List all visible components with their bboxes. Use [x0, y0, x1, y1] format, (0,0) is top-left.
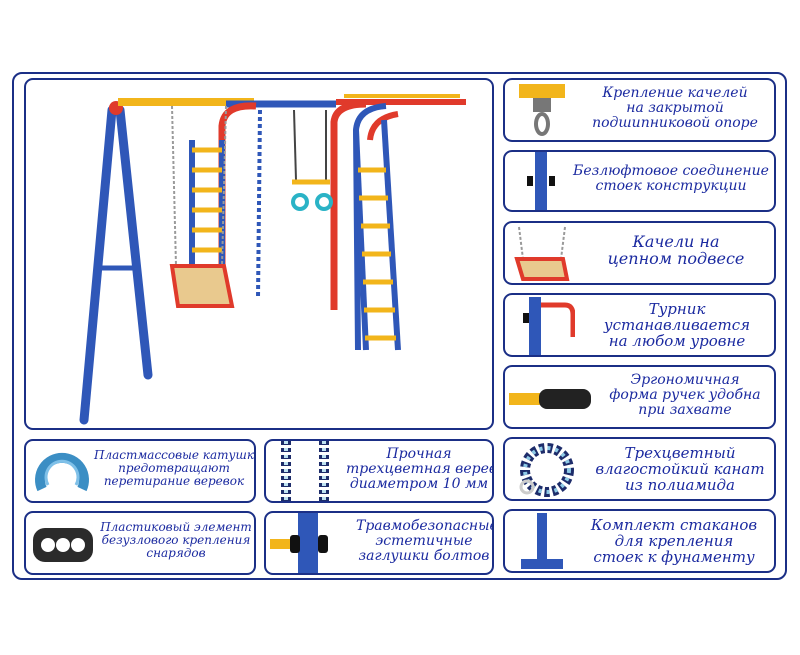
- feature-caption-line: безузлового крепления: [101, 532, 251, 547]
- feature-caption-line: для крепления: [614, 532, 734, 551]
- feature-card: Комплект стаканов для крепления стоек к …: [503, 509, 776, 573]
- product-image-panel: [24, 78, 494, 430]
- feature-card: Травмобезопасные, эстетичные заглушки бо…: [264, 511, 494, 575]
- feature-caption-line: эстетичные: [375, 533, 473, 550]
- knotless-plate-icon: [33, 528, 93, 562]
- feature-caption-line: Пластмассовые катушки: [94, 448, 256, 462]
- feature-card: Крепление качелей на закрытой подшипнико…: [503, 78, 776, 142]
- feature-caption-line: при захвате: [638, 402, 732, 419]
- feature-caption-line: Прочная: [386, 446, 452, 462]
- bearing-mount-icon: [519, 84, 565, 136]
- rope-coil-icon: [519, 443, 574, 497]
- feature-card: Качели на цепном подвесе: [503, 221, 776, 285]
- feature-caption-line: перетирание веревок: [103, 473, 245, 488]
- feature-caption-line: на любом уровне: [608, 332, 746, 351]
- feature-card: Безлюфтовое соединение стоек конструкции: [503, 150, 776, 212]
- feature-caption-line: предотвращают: [118, 460, 230, 475]
- feature-caption-line: Трехцветный: [624, 444, 736, 462]
- plastic-reel-icon: [35, 452, 89, 492]
- pipe-joint-icon: [527, 152, 555, 210]
- feature-caption-line: влагостойкий канат: [595, 460, 765, 479]
- feature-card: Турник устанавливается на любом уровне: [503, 293, 776, 357]
- feature-caption-line: Крепление качелей: [602, 85, 748, 101]
- feature-caption-line: Пластиковый элемент: [100, 520, 252, 534]
- feature-caption-line: Эргономичная: [630, 372, 740, 388]
- feature-card: Пластиковый элемент безузлового креплени…: [24, 511, 256, 575]
- feature-caption-line: на закрытой: [626, 100, 724, 117]
- feature-caption-line: стоек к фунаменту: [593, 548, 755, 567]
- feature-caption-line: Травмобезопасные,: [356, 518, 494, 534]
- feature-caption-line: Комплект стаканов: [590, 516, 758, 534]
- bolt-cap-icon: [270, 513, 328, 573]
- feature-card: Прочная трехцветная веревка диаметром 10…: [264, 439, 494, 503]
- feature-caption-line: заглушки болтов: [358, 548, 490, 565]
- feature-caption-line: из полиамида: [624, 476, 735, 495]
- grip-handle-icon: [509, 389, 591, 409]
- feature-caption-line: Турник: [648, 300, 706, 318]
- outer-frame: [12, 72, 787, 580]
- feature-caption-line: форма ручек удобна: [609, 387, 761, 404]
- feature-caption-line: Качели на: [632, 232, 720, 251]
- feature-caption-line: трехцветная веревка: [346, 461, 492, 478]
- feature-caption-line: Безлюфтовое соединение: [573, 163, 769, 179]
- feature-caption-line: устанавливается: [603, 316, 751, 335]
- feature-caption-line: снарядов: [146, 545, 206, 560]
- feature-card: Эргономичная форма ручек удобна при захв…: [503, 365, 776, 429]
- feature-caption-line: цепном подвесе: [607, 249, 745, 269]
- chain-swing-icon: [514, 226, 570, 281]
- playground-swing-set-illustration: [79, 94, 466, 425]
- braided-rope-icon: [281, 441, 329, 501]
- feature-card: Трехцветный влагостойкий канат из полиам…: [503, 437, 776, 501]
- feature-card: Пластмассовые катушки предотвращают пере…: [24, 439, 256, 503]
- feature-caption-line: диаметром 10 мм: [349, 476, 489, 493]
- foundation-cup-icon: [521, 513, 563, 569]
- feature-caption-line: подшипниковой опоре: [592, 115, 758, 132]
- pull-up-bar-icon: [523, 297, 575, 355]
- feature-caption-line: стоек конструкции: [595, 178, 747, 195]
